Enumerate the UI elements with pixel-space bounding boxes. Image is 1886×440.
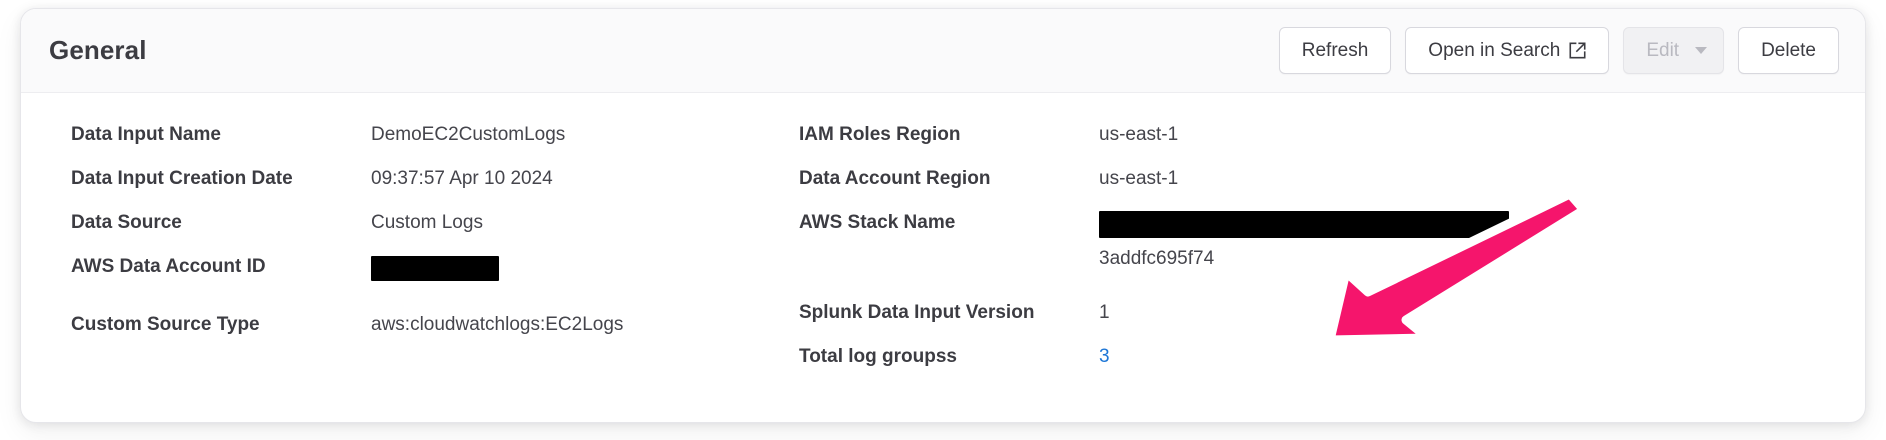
external-link-icon xyxy=(1569,42,1586,59)
field-label: Custom Source Type xyxy=(71,314,260,335)
field-value-iam-roles-region: us-east-1 xyxy=(1099,124,1179,145)
field-label: Data Input Name xyxy=(71,124,221,145)
field-label: Total log groupss xyxy=(799,346,957,367)
field-value-data-input-creation-date: 09:37:57 Apr 10 2024 xyxy=(371,168,553,189)
page-title: General xyxy=(49,35,147,65)
detail-row-data-source: Data Source Custom Logs xyxy=(71,209,789,241)
field-value-data-input-name: DemoEC2CustomLogs xyxy=(371,124,566,145)
refresh-button[interactable]: Refresh xyxy=(1278,27,1392,74)
field-label: IAM Roles Region xyxy=(799,124,961,145)
general-details-card: General Refresh Open in Search xyxy=(20,8,1866,423)
detail-row-data-account-region: Data Account Region us-east-1 xyxy=(799,165,1789,197)
open-in-search-button-label: Open in Search xyxy=(1428,40,1561,61)
detail-row-aws-data-account-id: AWS Data Account ID xyxy=(71,253,789,285)
edit-button[interactable]: Edit xyxy=(1623,27,1725,74)
field-label: Data Input Creation Date xyxy=(71,168,293,189)
detail-row-data-input-name: Data Input Name DemoEC2CustomLogs xyxy=(71,121,789,153)
detail-row-total-log-groups: Total log groupss 3 xyxy=(799,343,1789,375)
field-label: Data Source xyxy=(71,212,182,233)
field-value-total-log-groups-link[interactable]: 3 xyxy=(1099,346,1110,367)
left-detail-column: Data Input Name DemoEC2CustomLogs Data I… xyxy=(49,121,789,387)
field-value-splunk-data-input-version: 1 xyxy=(1099,302,1110,323)
field-label: AWS Data Account ID xyxy=(71,256,266,277)
field-label: Splunk Data Input Version xyxy=(799,302,1035,323)
delete-button[interactable]: Delete xyxy=(1738,27,1839,74)
detail-row-data-input-creation-date: Data Input Creation Date 09:37:57 Apr 10… xyxy=(71,165,789,197)
field-value-data-account-region: us-east-1 xyxy=(1099,168,1179,189)
redaction-bar-aws-data-account-id xyxy=(371,256,499,281)
header-actions: Refresh Open in Search Edit xyxy=(1278,27,1839,74)
field-value-data-source: Custom Logs xyxy=(371,212,483,233)
right-detail-column: IAM Roles Region us-east-1 Data Account … xyxy=(789,121,1789,387)
detail-row-custom-source-type: Custom Source Type aws:cloudwatchlogs:EC… xyxy=(71,311,789,343)
field-value-aws-stack-name: 3addfc695f74 xyxy=(1099,209,1509,273)
open-in-search-button[interactable]: Open in Search xyxy=(1405,27,1610,74)
detail-row-aws-stack-name: AWS Stack Name 3addfc695f74 xyxy=(799,209,1789,273)
detail-row-splunk-data-input-version: Splunk Data Input Version 1 xyxy=(799,299,1789,331)
redaction-bar-aws-stack-name xyxy=(1099,211,1509,238)
detail-row-iam-roles-region: IAM Roles Region us-east-1 xyxy=(799,121,1789,153)
field-value-custom-source-type: aws:cloudwatchlogs:EC2Logs xyxy=(371,314,624,335)
card-header: General Refresh Open in Search xyxy=(21,9,1865,93)
delete-button-label: Delete xyxy=(1761,40,1816,61)
field-label: Data Account Region xyxy=(799,168,991,189)
chevron-down-icon xyxy=(1695,47,1708,54)
edit-button-label: Edit xyxy=(1646,40,1680,61)
card-body: Data Input Name DemoEC2CustomLogs Data I… xyxy=(21,93,1865,387)
field-label: AWS Stack Name xyxy=(799,212,956,233)
aws-stack-name-suffix: 3addfc695f74 xyxy=(1099,248,1215,269)
refresh-button-label: Refresh xyxy=(1301,40,1369,61)
